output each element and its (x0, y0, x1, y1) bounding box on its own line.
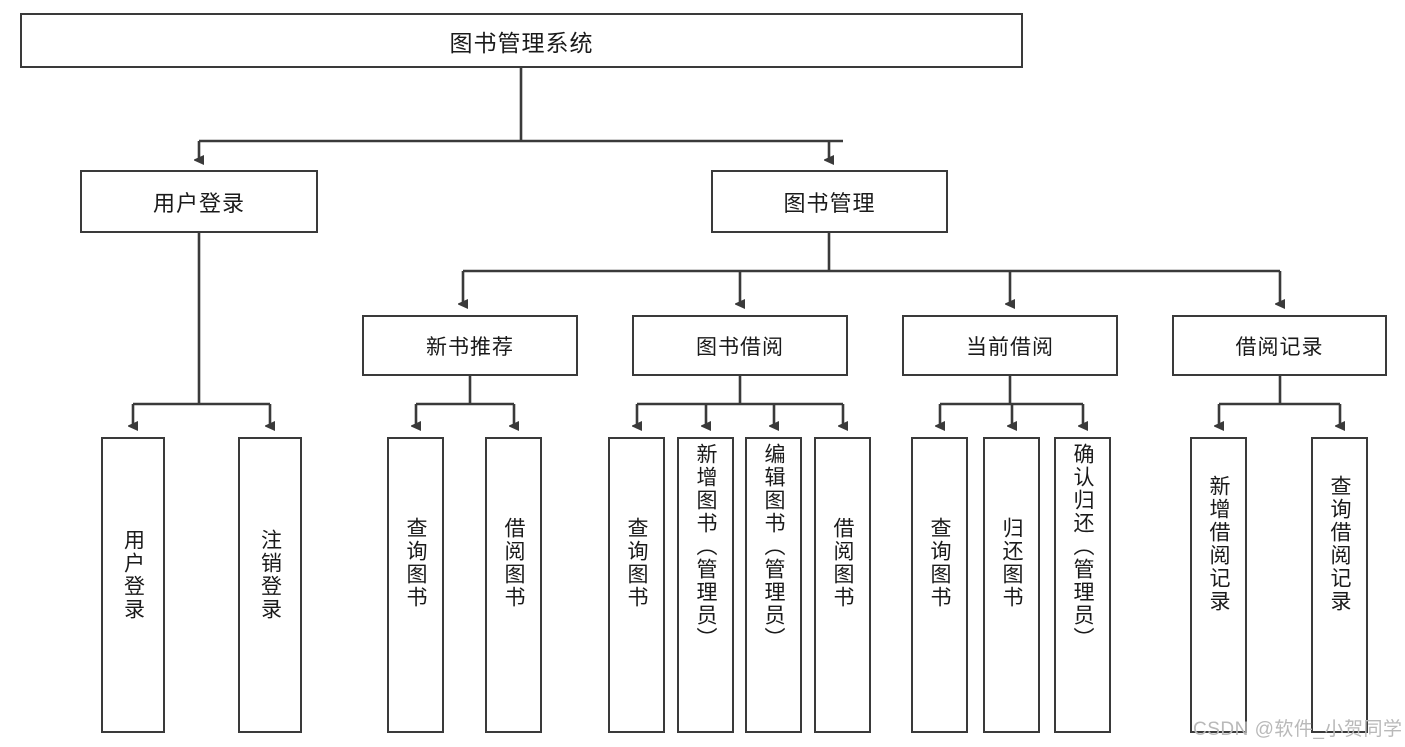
node-book-manage-label: 图书管理 (783, 190, 876, 216)
node-leaf-add-borrow-record-label: 新增借阅记录 (1207, 475, 1230, 613)
node-root-label: 图书管理系统 (449, 29, 594, 56)
node-leaf-return-book-label: 归还图书 (1000, 517, 1023, 609)
node-leaf-edit-book-admin-label: 编辑图书（管理员） (762, 443, 785, 650)
node-borrow-record-label: 借阅记录 (1235, 335, 1324, 359)
node-leaf-borrow-book[interactable]: 借阅图书 (814, 437, 871, 733)
node-new-book-rec[interactable]: 新书推荐 (362, 315, 578, 376)
node-leaf-confirm-return-admin-label: 确认归还（管理员） (1071, 443, 1094, 650)
node-leaf-query-book-borrow[interactable]: 查询图书 (608, 437, 665, 733)
node-leaf-add-borrow-record[interactable]: 新增借阅记录 (1190, 437, 1247, 733)
node-leaf-query-borrow-record-label: 查询借阅记录 (1328, 475, 1351, 613)
node-leaf-query-book-current-label: 查询图书 (928, 517, 951, 609)
node-leaf-borrow-book-rec[interactable]: 借阅图书 (485, 437, 542, 733)
node-leaf-query-book-rec-label: 查询图书 (404, 517, 427, 609)
node-leaf-user-logout[interactable]: 注销登录 (238, 437, 302, 733)
node-leaf-confirm-return-admin[interactable]: 确认归还（管理员） (1054, 437, 1111, 733)
node-leaf-borrow-book-rec-label: 借阅图书 (502, 517, 525, 609)
node-user-login-label: 用户登录 (152, 190, 245, 216)
node-leaf-query-borrow-record[interactable]: 查询借阅记录 (1311, 437, 1368, 733)
node-leaf-borrow-book-label: 借阅图书 (831, 517, 854, 609)
node-leaf-query-book-borrow-label: 查询图书 (625, 517, 648, 609)
node-book-manage[interactable]: 图书管理 (711, 170, 948, 233)
node-leaf-return-book[interactable]: 归还图书 (983, 437, 1040, 733)
node-borrow-record[interactable]: 借阅记录 (1172, 315, 1387, 376)
node-current-borrow-label: 当前借阅 (966, 335, 1054, 359)
node-leaf-edit-book-admin[interactable]: 编辑图书（管理员） (745, 437, 802, 733)
node-leaf-add-book-admin-label: 新增图书（管理员） (694, 443, 717, 650)
node-user-login[interactable]: 用户登录 (80, 170, 318, 233)
node-root[interactable]: 图书管理系统 (20, 13, 1023, 68)
node-book-borrow[interactable]: 图书借阅 (632, 315, 848, 376)
node-leaf-user-logout-label: 注销登录 (258, 529, 282, 621)
node-current-borrow[interactable]: 当前借阅 (902, 315, 1118, 376)
csdn-watermark: CSDN @软件_小贺同学 (1193, 719, 1403, 740)
node-leaf-add-book-admin[interactable]: 新增图书（管理员） (677, 437, 734, 733)
node-new-book-rec-label: 新书推荐 (426, 335, 514, 359)
node-leaf-query-book-rec[interactable]: 查询图书 (387, 437, 444, 733)
node-leaf-query-book-current[interactable]: 查询图书 (911, 437, 968, 733)
node-leaf-user-login-label: 用户登录 (121, 529, 145, 621)
node-leaf-user-login[interactable]: 用户登录 (101, 437, 165, 733)
node-book-borrow-label: 图书借阅 (696, 335, 784, 359)
